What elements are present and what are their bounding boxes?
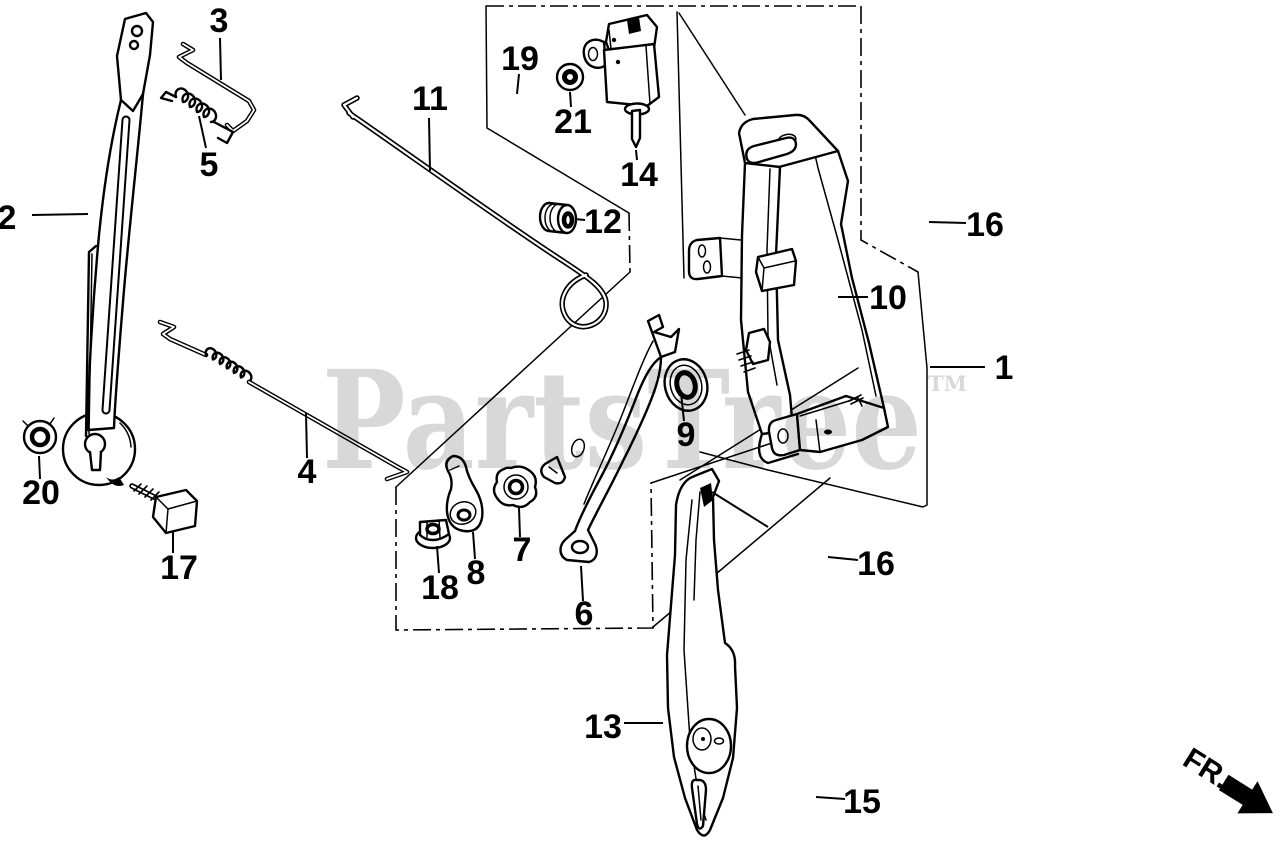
callout-20: 20: [22, 474, 60, 512]
callout-3: 3: [210, 2, 229, 40]
part-8-choke-lever: [445, 454, 484, 533]
callout-12: 12: [584, 203, 622, 241]
part-3-governor-rod: [176, 41, 257, 134]
callout-6: 6: [575, 595, 594, 633]
part-7-washer: [492, 465, 538, 509]
callout-8: 8: [467, 554, 486, 592]
callout-1: 1: [995, 349, 1014, 387]
leader-line-19: [516, 73, 520, 95]
leader-line-2: [31, 213, 89, 216]
leader-line-12: [574, 218, 586, 221]
callout-19: 19: [501, 40, 539, 78]
part-21-washer: [555, 62, 585, 92]
leader-line-9: [680, 392, 685, 422]
callout-18: 18: [421, 569, 459, 607]
watermark-tm-mark: TM: [928, 371, 967, 396]
watermark-text: PartsTree: [322, 341, 922, 501]
callout-16-lower: 16: [857, 545, 895, 583]
callout-16-upper: 16: [966, 206, 1004, 244]
leader-line-16-lower: [827, 556, 859, 561]
callout-14: 14: [620, 156, 658, 194]
callout-10: 10: [869, 279, 907, 317]
leader-line-3: [219, 37, 222, 81]
callout-15: 15: [843, 783, 881, 821]
callout-4: 4: [298, 453, 317, 491]
part-2-control-lever: [61, 11, 155, 487]
leader-line-8: [472, 531, 476, 560]
leader-line-5: [198, 115, 207, 149]
part-4-choke-rod: [157, 319, 410, 482]
callout-2: 2: [0, 199, 16, 237]
part-13-pivot-cover: [665, 467, 739, 837]
leader-line-15: [815, 796, 846, 800]
part-20-lock-nut: [22, 417, 58, 455]
callout-9: 9: [677, 416, 696, 454]
front-arrow-icon: [1218, 774, 1273, 814]
leader-line-6: [580, 565, 584, 602]
part-18-flange-nut: [414, 518, 452, 550]
leader-line-20: [38, 455, 41, 480]
part-12-lock-nut: [538, 201, 578, 235]
part-5-coil-spring: [159, 87, 235, 145]
part-6-choke-bracket: [540, 313, 681, 564]
part-14-stop-switch: [582, 13, 661, 149]
leader-line-16-lower-b: [711, 491, 769, 528]
part-10-control-bracket: [687, 113, 890, 465]
part-11-throttle-rod: [341, 95, 609, 330]
callout-17: 17: [160, 549, 198, 587]
part-9-grommet: [663, 358, 709, 412]
front-direction-indicator: FR.: [1177, 742, 1273, 814]
leader-line-4: [305, 412, 308, 459]
part-17-square-head-bolt: [129, 483, 199, 535]
callout-7: 7: [513, 531, 532, 569]
leader-line-7: [518, 507, 521, 538]
leader-line-16-upper: [928, 221, 967, 224]
callout-5: 5: [200, 146, 219, 184]
callout-13: 13: [584, 708, 622, 746]
leader-line-21: [569, 91, 572, 108]
leader-line-18: [436, 545, 440, 574]
watermark: PartsTree TM: [322, 341, 967, 501]
leader-line-14: [635, 149, 638, 161]
callout-11: 11: [412, 80, 448, 118]
callout-21: 21: [554, 103, 592, 141]
leader-line-11: [428, 117, 431, 172]
assembly-outline: [395, 5, 928, 631]
